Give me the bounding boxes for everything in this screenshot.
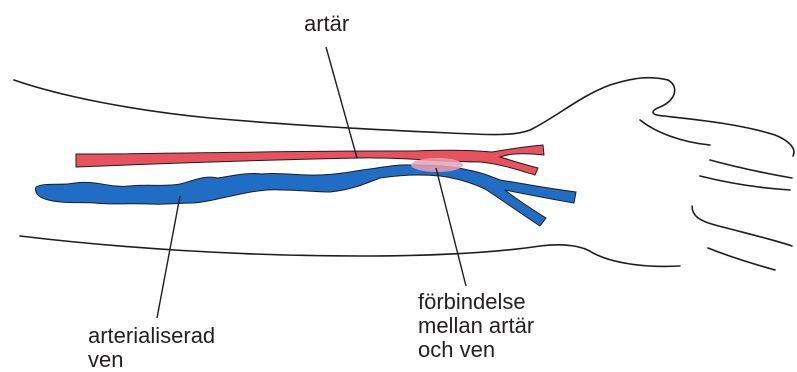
connection-label-line-1: förbindelse [418, 290, 534, 314]
connection-label: förbindelse mellan artär och ven [418, 290, 534, 362]
finger-crease-1 [710, 160, 792, 178]
finger-line [640, 120, 710, 145]
connection-leader-line [436, 168, 466, 286]
thumb-contour [692, 206, 792, 246]
vein-leader-line [157, 196, 180, 318]
arterialized-vein-label-line-1: arterialiserad [88, 324, 215, 348]
artery [76, 145, 544, 175]
arterialized-vein-label: arterialiserad ven [88, 324, 215, 372]
connection-label-line-2: mellan artär [418, 314, 534, 338]
finger-crease-2 [700, 176, 790, 190]
connection-label-line-3: och ven [418, 338, 534, 362]
artery-leader-line [326, 47, 357, 158]
palm-contour [708, 248, 775, 270]
vein-main [35, 165, 576, 226]
hand-back-contour [653, 80, 794, 156]
artery-main [76, 145, 544, 175]
arm-top-contour [14, 78, 668, 135]
arterialized-vein-label-line-2: ven [88, 348, 215, 372]
vein [35, 165, 576, 226]
arm-bottom-contour [20, 236, 680, 266]
artery-label: artär [304, 12, 349, 36]
